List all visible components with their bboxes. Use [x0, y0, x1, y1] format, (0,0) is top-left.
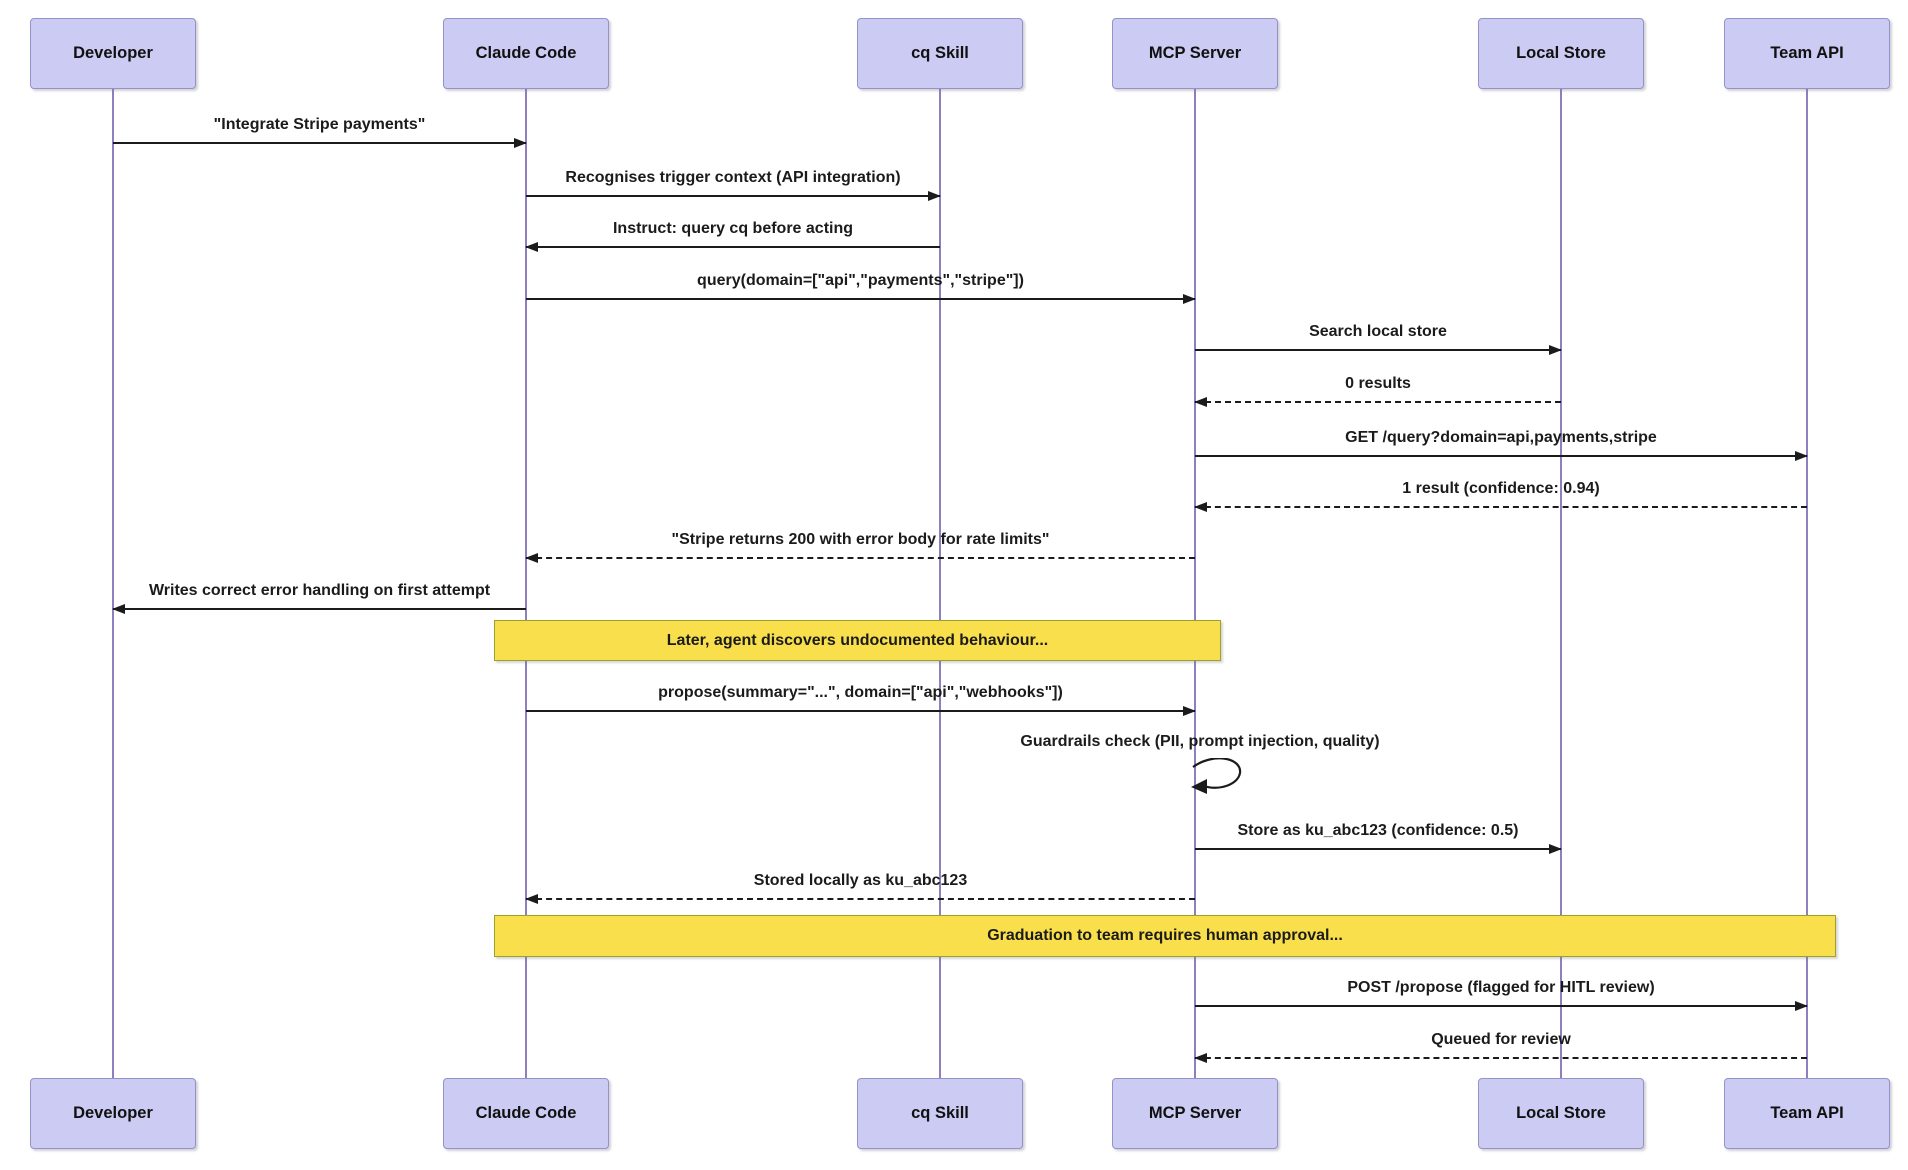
message-label: "Stripe returns 200 with error body for … [671, 531, 1050, 548]
actor-label: Claude Code [475, 44, 577, 62]
msg-post-propose-hitl: POST /propose (flagged for HITL review) [1195, 977, 1808, 1011]
actor-local-store-bottom: Local Store [1478, 1078, 1644, 1149]
message-label: propose(summary="...", domain=["api","we… [658, 684, 1063, 701]
arrow-line [1195, 1057, 1807, 1059]
msg-store-as-ku-abc123: Store as ku_abc123 (confidence: 0.5) [1195, 820, 1562, 854]
note-graduation-approval: Graduation to team requires human approv… [494, 915, 1836, 957]
arrowhead-right-icon [1795, 1001, 1808, 1011]
actor-mcp-server-bottom: MCP Server [1112, 1078, 1278, 1149]
arrowhead-right-icon [1549, 844, 1562, 854]
lifeline-claude-code [525, 89, 527, 1078]
actor-label: Team API [1770, 44, 1844, 62]
message-label: POST /propose (flagged for HITL review) [1347, 979, 1655, 996]
message-label: 0 results [1345, 375, 1411, 392]
arrowhead-left-icon [112, 604, 125, 614]
actor-label: MCP Server [1148, 44, 1242, 62]
arrowhead-right-icon [1183, 706, 1196, 716]
msg-writes-correct-error-handling: Writes correct error handling on first a… [112, 580, 526, 614]
actor-team-api-bottom: Team API [1724, 1078, 1890, 1149]
arrow-line [1195, 455, 1807, 457]
lifeline-mcp-server [1194, 89, 1196, 1078]
arrow-line [526, 246, 940, 248]
msg-query-domain: query(domain=["api","payments","stripe"]… [526, 270, 1196, 304]
msg-get-query-domain: GET /query?domain=api,payments,stripe [1195, 427, 1808, 461]
msg-zero-results: 0 results [1194, 373, 1561, 407]
arrow-line [1195, 349, 1561, 351]
arrow-line [1195, 506, 1807, 508]
arrowhead-left-icon [1194, 502, 1207, 512]
actor-label: cq Skill [911, 44, 969, 62]
arrowhead-left-icon [1194, 397, 1207, 407]
msg-instruct-query-cq: Instruct: query cq before acting [525, 218, 940, 252]
msg-recognises-trigger-context: Recognises trigger context (API integrat… [526, 167, 941, 201]
message-label: Search local store [1309, 323, 1447, 340]
message-label: "Integrate Stripe payments" [213, 116, 426, 133]
lifeline-developer [112, 89, 114, 1078]
actor-label: cq Skill [911, 1104, 969, 1122]
actor-label: Team API [1770, 1104, 1844, 1122]
lifeline-team-api [1806, 89, 1808, 1078]
msg-integrate-stripe-payments: "Integrate Stripe payments" [113, 114, 527, 148]
actor-label: Developer [73, 1104, 153, 1122]
arrow-line [1195, 1005, 1807, 1007]
msg-one-result-confidence: 1 result (confidence: 0.94) [1194, 478, 1807, 512]
actor-mcp-server-top: MCP Server [1112, 18, 1278, 89]
actor-label: Developer [73, 44, 153, 62]
arrow-line [113, 142, 526, 144]
note-undocumented-behaviour: Later, agent discovers undocumented beha… [494, 620, 1221, 661]
actor-cq-skill-bottom: cq Skill [857, 1078, 1023, 1149]
arrow-line [113, 608, 526, 610]
arrowhead-left-icon [525, 553, 538, 563]
actor-developer-bottom: Developer [30, 1078, 196, 1149]
msg-stripe-returns-200: "Stripe returns 200 with error body for … [525, 529, 1195, 563]
actor-label: Claude Code [475, 1104, 577, 1122]
lifeline-cq-skill [939, 89, 941, 1078]
arrow-line [526, 898, 1195, 900]
arrowhead-right-icon [1795, 451, 1808, 461]
arrowhead-left-icon [525, 242, 538, 252]
arrow-line [1195, 401, 1561, 403]
message-label: GET /query?domain=api,payments,stripe [1345, 429, 1657, 446]
arrow-line [526, 195, 940, 197]
message-label: 1 result (confidence: 0.94) [1402, 480, 1600, 497]
note-label: Graduation to team requires human approv… [987, 927, 1343, 944]
message-label: Queued for review [1431, 1031, 1571, 1048]
arrowhead-left-icon [1194, 1053, 1207, 1063]
actor-team-api-top: Team API [1724, 18, 1890, 89]
msg-queued-for-review: Queued for review [1194, 1029, 1807, 1063]
arrowhead-left-icon [525, 894, 538, 904]
msg-propose-summary: propose(summary="...", domain=["api","we… [526, 682, 1196, 716]
arrowhead-right-icon [514, 138, 527, 148]
actor-claude-code-top: Claude Code [443, 18, 609, 89]
message-label: Writes correct error handling on first a… [148, 582, 491, 599]
arrow-line [526, 557, 1195, 559]
note-label: Later, agent discovers undocumented beha… [666, 631, 1049, 649]
arrowhead-right-icon [1183, 294, 1196, 304]
arrow-line [526, 710, 1195, 712]
arrowhead-right-icon [928, 191, 941, 201]
actor-label: Local Store [1516, 44, 1606, 62]
message-label: Store as ku_abc123 (confidence: 0.5) [1237, 822, 1519, 839]
message-label: Stored locally as ku_abc123 [753, 872, 968, 889]
lifeline-local-store [1560, 89, 1562, 1078]
arrow-line [526, 298, 1195, 300]
actor-label: Local Store [1516, 1104, 1606, 1122]
msg-stored-locally: Stored locally as ku_abc123 [525, 870, 1195, 904]
msg-guardrails-check: Guardrails check (PII, prompt injection,… [1020, 733, 1380, 750]
message-label: Recognises trigger context (API integrat… [565, 169, 901, 186]
msg-search-local-store: Search local store [1195, 321, 1562, 355]
actor-label: MCP Server [1148, 1104, 1242, 1122]
message-label: query(domain=["api","payments","stripe"]… [697, 272, 1024, 289]
arrowhead-right-icon [1549, 345, 1562, 355]
actor-claude-code-bottom: Claude Code [443, 1078, 609, 1149]
actor-developer-top: Developer [30, 18, 196, 89]
arrow-line [1195, 848, 1561, 850]
actor-local-store-top: Local Store [1478, 18, 1644, 89]
actor-cq-skill-top: cq Skill [857, 18, 1023, 89]
self-loop-arrow-icon [1191, 758, 1242, 794]
message-label: Instruct: query cq before acting [612, 220, 854, 237]
